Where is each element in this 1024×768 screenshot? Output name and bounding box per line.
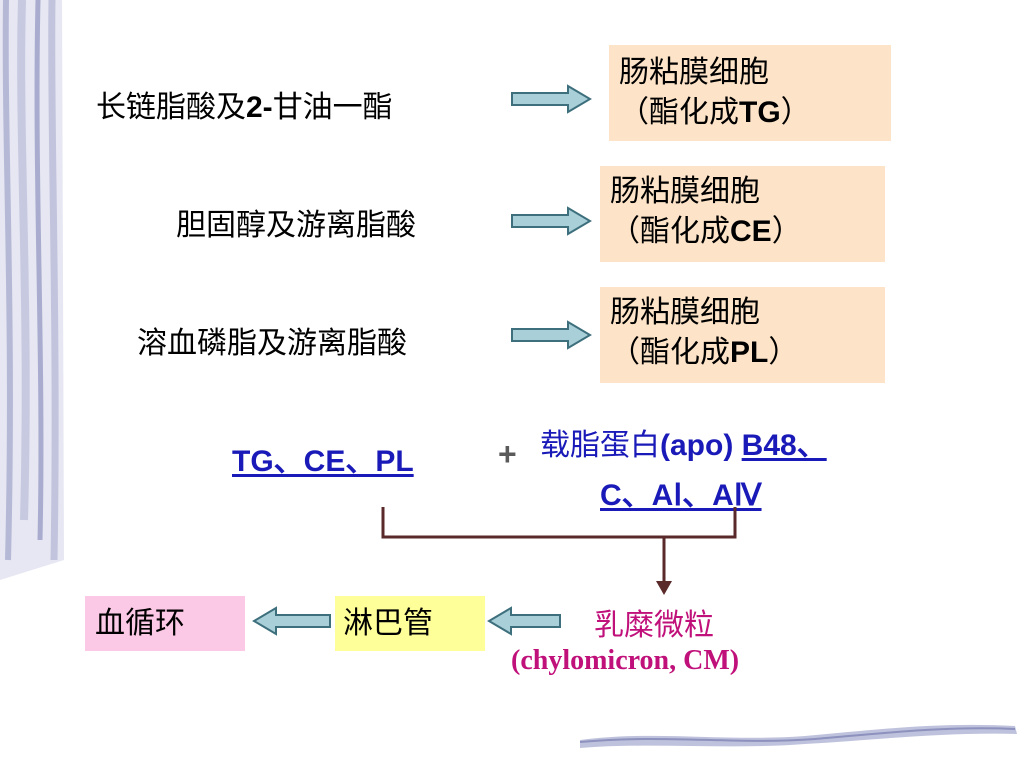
row3-arrow-right-icon [511,320,592,350]
lymph-to-blood-arrow-icon [252,606,331,636]
row1-source-label: 长链脂酸及2-甘油一酯 [96,90,393,125]
plus-sign: + [498,436,517,472]
row1-target-box: 肠粘膜细胞 （酯化成TG） [609,45,891,141]
apo-line2: C、AⅠ、AⅣ [600,479,762,512]
chylomicron-subtitle: (chylomicron, CM) [511,645,740,676]
row2-source-label: 胆固醇及游离脂酸 [176,208,416,243]
row1-target-line2: （酯化成TG） [619,95,811,130]
row3-target-box: 肠粘膜细胞 （酯化成PL） [600,287,885,383]
apo-line1: 载脂蛋白(apo) B48、 [540,428,827,463]
row2-target-line1: 肠粘膜细胞 [610,174,760,209]
row2-target-line2: （酯化成CE） [610,214,802,249]
blood-circulation-box: 血循环 [85,596,245,651]
row1-arrow-right-icon [511,84,592,114]
merge-bracket-arrow [381,507,737,595]
row1-target-line1: 肠粘膜细胞 [619,55,769,90]
row2-target-box: 肠粘膜细胞 （酯化成CE） [600,166,885,262]
cm-to-lymph-arrow-icon [487,606,561,636]
bottom-wave-decor [579,724,1017,748]
chylomicron-title: 乳糜微粒 [594,608,714,643]
lymph-vessel-box: 淋巴管 [335,596,485,651]
left-decor-stripes [0,0,64,580]
row3-target-line1: 肠粘膜细胞 [610,295,760,330]
row3-target-line2: （酯化成PL） [610,335,799,370]
row3-source-label: 溶血磷脂及游离脂酸 [137,326,407,361]
lipids-label: TG、CE、PL [232,445,414,478]
row2-arrow-right-icon [511,206,592,236]
